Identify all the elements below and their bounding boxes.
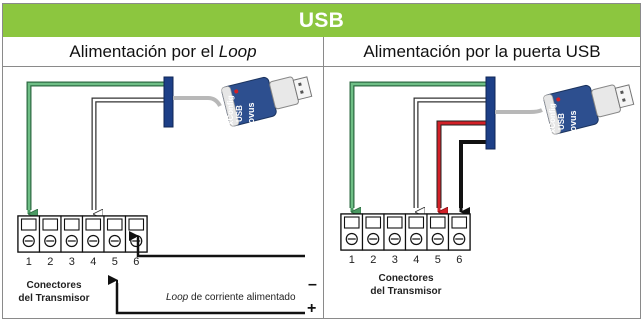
- right-terminal-number: 1: [349, 254, 355, 266]
- right-terminal-number: 5: [435, 254, 441, 266]
- right-connector-label-line1: Conectores: [378, 273, 434, 284]
- left-terminal-4: 4: [81, 215, 105, 268]
- right-terminal-2: 2: [361, 213, 385, 266]
- left-device-line1: TxConfig: [226, 95, 235, 130]
- right-terminal-number: 6: [456, 254, 462, 266]
- left-panel-heading: Alimentación por el Loop: [3, 37, 324, 67]
- left-heading-text: Alimentación por el: [69, 41, 219, 61]
- diagram-frame: USB Alimentación por el Loop Alimentació…: [2, 3, 641, 319]
- right-green-wire: [349, 81, 489, 212]
- left-device-line2: USB: [235, 105, 244, 122]
- left-connector-bar: [163, 76, 174, 128]
- right-txconfig-device: [543, 84, 635, 135]
- left-terminal-6: 6: [124, 215, 148, 268]
- left-terminal-2: 2: [38, 215, 62, 268]
- panel-divider: [323, 67, 324, 319]
- left-loop-minus-wire: [129, 231, 305, 258]
- right-device-line1: TxConfig: [548, 103, 557, 138]
- right-connector-label-line2: del Transmisor: [370, 286, 442, 297]
- left-terminal-1: 1: [17, 215, 41, 268]
- right-connector-bar: [485, 76, 496, 150]
- right-panel-heading: Alimentación por la puerta USB: [324, 37, 640, 67]
- left-terminal-block: 1 2 3 4 5 6: [17, 215, 148, 268]
- right-terminal-3: 3: [383, 213, 407, 266]
- loop-caption-rest: de corriente alimentado: [188, 292, 296, 303]
- left-txconfig-device: [221, 76, 313, 127]
- left-usb-cable: [173, 96, 222, 107]
- right-terminal-number: 3: [392, 254, 398, 266]
- loop-caption-italic: Loop: [166, 292, 189, 303]
- right-terminal-block: 1 2 3 4 5 6: [340, 213, 471, 266]
- left-terminal-number: 2: [47, 256, 53, 268]
- right-terminal-number: 4: [413, 254, 419, 266]
- right-white-wire: [413, 97, 489, 212]
- left-loop-plus-wire: [108, 275, 305, 315]
- right-led-icon: [556, 97, 561, 102]
- left-terminal-number: 4: [90, 256, 96, 268]
- right-terminal-1: 1: [340, 213, 364, 266]
- plus-sign: +: [307, 300, 317, 317]
- left-terminal-number: 3: [69, 256, 75, 268]
- left-connector-label-line2: del Transmisor: [18, 293, 90, 304]
- left-terminal-number: 1: [26, 256, 32, 268]
- left-green-wire: [26, 81, 168, 214]
- left-terminal-5: 5: [103, 215, 127, 268]
- left-heading-italic: Loop: [218, 41, 257, 61]
- right-terminal-6: 6: [447, 213, 471, 266]
- right-device-brand: novus: [568, 110, 578, 137]
- minus-sign: –: [308, 276, 317, 293]
- left-led-icon: [234, 89, 239, 94]
- right-device-line2: USB: [557, 113, 566, 130]
- right-red-wire: [436, 120, 489, 212]
- right-usb-cable: [495, 108, 543, 114]
- left-white-wire: [91, 97, 168, 214]
- left-connector-label: Conectores del Transmisor: [8, 279, 100, 305]
- right-terminal-number: 2: [370, 254, 376, 266]
- left-connector-label-line1: Conectores: [26, 280, 82, 291]
- right-connector-label: Conectores del Transmisor: [358, 272, 454, 298]
- left-terminal-3: 3: [60, 215, 84, 268]
- loop-caption: Loop de corriente alimentado: [166, 292, 296, 303]
- right-black-wire: [459, 140, 489, 217]
- left-terminal-number: 5: [112, 256, 118, 268]
- left-device-brand: novus: [246, 102, 256, 129]
- usb-banner: USB: [3, 4, 640, 37]
- right-terminal-4: 4: [404, 213, 428, 266]
- right-terminal-5: 5: [426, 213, 450, 266]
- left-terminal-number: 6: [133, 256, 139, 268]
